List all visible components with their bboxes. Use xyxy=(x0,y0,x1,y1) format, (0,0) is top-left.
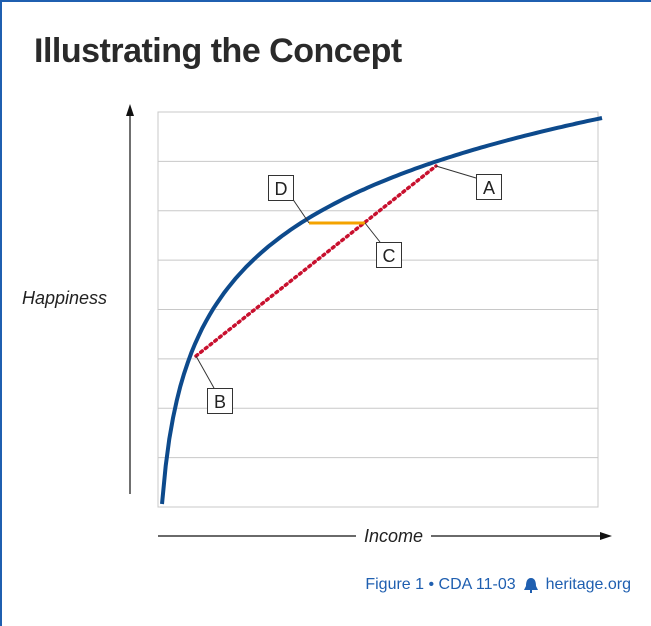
point-label-b: B xyxy=(207,388,233,414)
point-label-a: A xyxy=(476,174,502,200)
x-axis-arrowhead xyxy=(600,532,612,540)
curve-line xyxy=(160,116,603,505)
x-axis-label: Income xyxy=(356,526,432,547)
site-link[interactable]: heritage.org xyxy=(545,576,631,593)
chord-ba xyxy=(194,164,438,358)
leader-b xyxy=(195,355,215,389)
y-axis-label: Happiness xyxy=(22,288,108,308)
page-title: Illustrating the Concept xyxy=(34,32,402,70)
figure-caption: Figure 1 • CDA 11-03 heritage.org xyxy=(365,576,631,594)
leader-a xyxy=(435,165,477,179)
liberty-bell-icon xyxy=(523,578,538,593)
point-label-d: D xyxy=(268,175,294,201)
point-label-c: C xyxy=(376,242,402,268)
leader-c xyxy=(364,222,381,243)
figure-number: Figure 1 • CDA 11-03 xyxy=(365,576,516,593)
leader-d xyxy=(291,197,310,224)
y-axis-arrowhead xyxy=(126,104,134,116)
